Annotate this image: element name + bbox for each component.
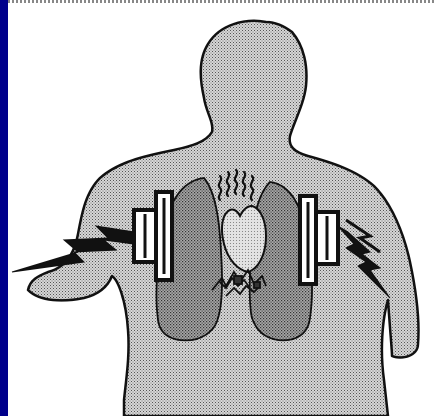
illustration-canvas — [8, 0, 434, 416]
top-border — [8, 0, 434, 3]
defibrillation-diagram — [8, 0, 434, 416]
